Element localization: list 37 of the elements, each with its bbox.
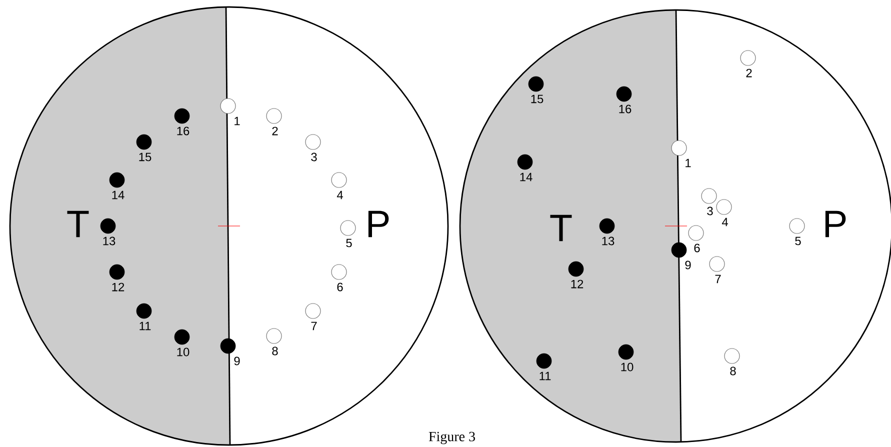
point-number: 14 (112, 190, 124, 200)
point-number: 15 (139, 152, 152, 162)
point-number: 11 (140, 322, 151, 330)
point-number: 5 (346, 238, 352, 248)
point-number: 12 (112, 282, 124, 292)
point-number: 16 (619, 104, 632, 114)
point-number: 7 (311, 322, 317, 330)
point-number: 13 (103, 236, 116, 246)
point-number: 11 (540, 372, 551, 380)
point-number: 6 (337, 282, 343, 292)
axis-letter: P (825, 210, 846, 238)
point-number: 2 (272, 126, 278, 136)
point-number: 4 (336, 190, 343, 200)
point-number: 2 (746, 68, 752, 78)
point-number: 6 (694, 244, 700, 252)
point-number: 10 (177, 348, 190, 356)
point-number: 3 (311, 152, 317, 162)
point-number: 16 (177, 126, 190, 136)
point-number: 8 (730, 366, 736, 376)
point-number: 12 (571, 280, 584, 288)
axis-letter: T (550, 214, 572, 242)
point-number: 5 (795, 236, 801, 246)
axis-letter: P (368, 210, 389, 238)
point-number: 13 (602, 236, 614, 246)
axis-letter: T (67, 210, 89, 238)
point-number: 9 (234, 356, 240, 366)
point-number: 1 (234, 116, 240, 126)
point-number: 14 (520, 172, 532, 182)
point-number: 7 (715, 274, 721, 284)
point-number: 10 (621, 362, 634, 372)
point-number: 3 (707, 206, 713, 216)
figure-caption: Figure 3 (428, 432, 475, 444)
point-number: 1 (686, 158, 691, 168)
point-number: 15 (531, 94, 544, 104)
point-number: 8 (272, 346, 278, 356)
point-number: 4 (722, 218, 728, 226)
point-number: 9 (685, 260, 691, 270)
